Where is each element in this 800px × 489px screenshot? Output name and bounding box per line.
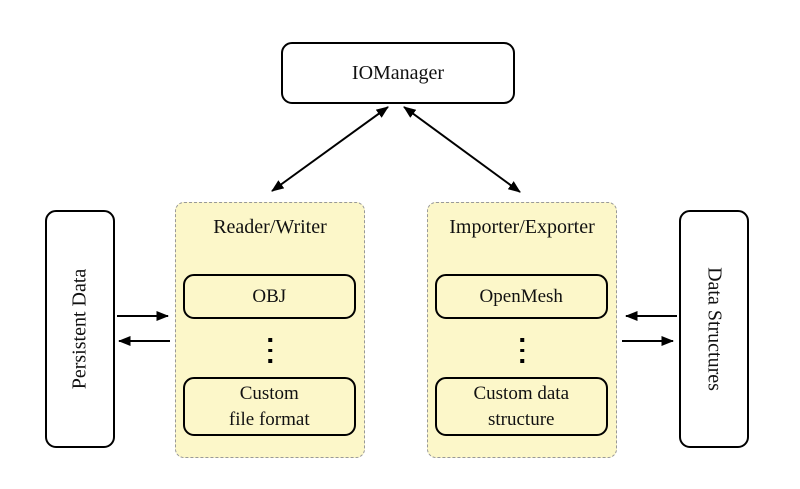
arrow-iomanager-importerexporter xyxy=(403,106,521,193)
node-custom-file-format-line2: file format xyxy=(228,408,310,430)
node-custom-data-structure-line2: structure xyxy=(488,408,555,430)
node-iomanager-label: IOManager xyxy=(351,61,445,84)
arrow-iomanager-readerwriter xyxy=(271,106,389,192)
node-data-structures: Data Structures xyxy=(679,210,749,448)
group-reader-writer-title: Reader/Writer xyxy=(213,216,327,238)
vertical-ellipsis-icon xyxy=(520,338,524,363)
node-openmesh: OpenMesh xyxy=(435,274,608,319)
node-iomanager: IOManager xyxy=(281,42,515,104)
group-importer-exporter-title: Importer/Exporter xyxy=(449,216,595,238)
node-obj-label: OBJ xyxy=(252,285,287,307)
node-persistent-data: Persistent Data xyxy=(45,210,115,448)
node-custom-file-format: Custom file format xyxy=(183,377,356,436)
node-custom-data-structure-line1: Custom data xyxy=(473,382,570,404)
node-custom-data-structure: Custom data structure xyxy=(435,377,608,436)
node-custom-file-format-line1: Custom xyxy=(239,382,299,404)
group-importer-exporter: Importer/Exporter OpenMesh Custom data s… xyxy=(427,202,617,458)
group-reader-writer: Reader/Writer OBJ Custom file format xyxy=(175,202,365,458)
node-obj: OBJ xyxy=(183,274,356,319)
vertical-ellipsis-icon xyxy=(268,338,272,363)
node-openmesh-label: OpenMesh xyxy=(479,285,563,307)
node-persistent-data-label: Persistent Data xyxy=(68,268,91,390)
node-data-structures-label: Data Structures xyxy=(703,267,726,391)
